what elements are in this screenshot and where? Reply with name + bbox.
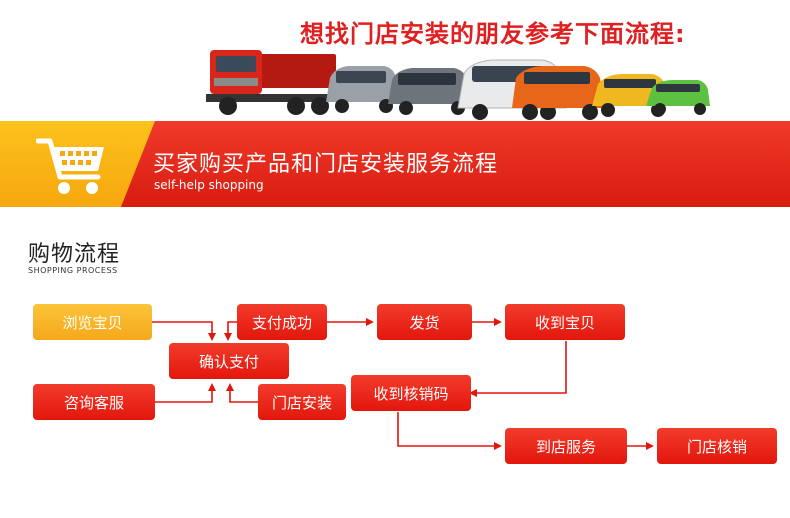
step-store-install: 门店安装 (258, 384, 346, 420)
arrow-paysuccess-to-confirm (224, 321, 237, 341)
step-pay-success: 支付成功 (237, 304, 327, 340)
van-icon (326, 66, 400, 113)
arrow-receive-to-code (469, 341, 567, 397)
suv-orange-icon (512, 66, 604, 120)
truck-icon (206, 50, 340, 115)
section-title: 购物流程 (28, 242, 121, 267)
step-browse: 浏览宝贝 (33, 304, 152, 340)
header-band-subtitle: self-help shopping (154, 178, 264, 192)
arrow-browse-to-confirm (152, 321, 216, 341)
step-store-verify: 门店核销 (657, 428, 777, 464)
section-subtitle: SHOPPING PROCESS (28, 266, 118, 275)
step-receive-code: 收到核销码 (351, 375, 471, 411)
banner-title: 想找门店安装的朋友参考下面流程: (300, 20, 686, 48)
step-consult: 咨询客服 (33, 384, 155, 420)
arrow-code-to-service (397, 412, 502, 450)
header-band-title: 买家购买产品和门店安装服务流程 (153, 152, 499, 177)
shopping-cart-icon (36, 138, 104, 194)
arrow-consult-to-confirm (155, 383, 216, 403)
step-ship: 发货 (377, 304, 472, 340)
vehicles-illustration (206, 50, 710, 120)
step-receive: 收到宝贝 (505, 304, 625, 340)
step-confirm-pay: 确认支付 (169, 343, 289, 379)
step-store-service: 到店服务 (505, 428, 627, 464)
car-green-icon (646, 80, 710, 115)
arrow-install-to-confirm (226, 383, 258, 403)
